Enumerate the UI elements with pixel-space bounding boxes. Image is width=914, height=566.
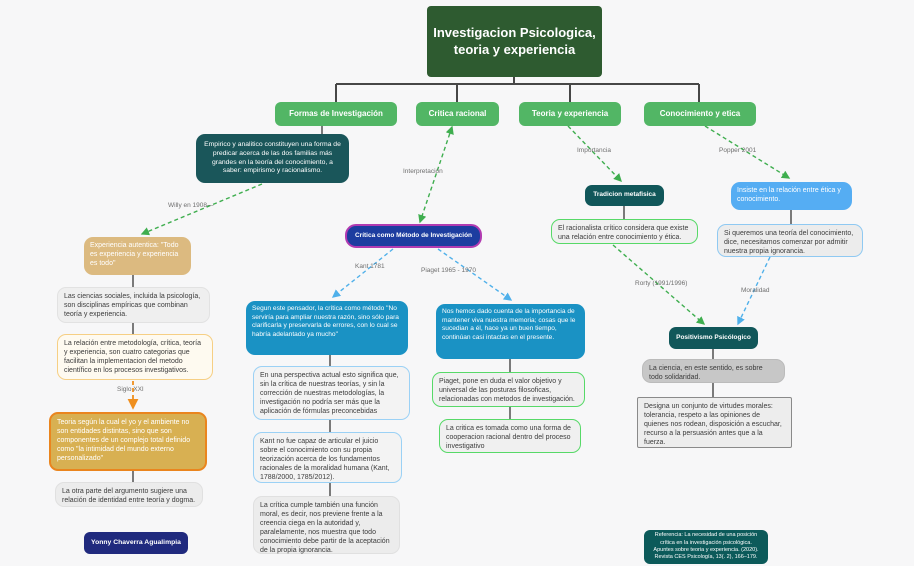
- node-otra-parte-argumento[interactable]: La otra parte del argumento sugiere una …: [55, 482, 203, 507]
- node-branch-conocimiento-etica[interactable]: Conocimiento y etica: [644, 102, 756, 126]
- edge-label-siglo-xxi: Siglo XXI: [117, 386, 144, 393]
- node-si-queremos[interactable]: Si queremos una teoría del conocimiento,…: [717, 224, 863, 257]
- node-insiste-relacion[interactable]: Insiste en la relación entre ética y con…: [731, 182, 852, 210]
- node-ciencia-solidaridad[interactable]: La ciencia, en este sentido, es sobre to…: [642, 359, 785, 383]
- reference-badge[interactable]: Referencia: La necesidad de una posición…: [644, 530, 768, 564]
- node-branch-formas[interactable]: Formas de Investigación: [275, 102, 397, 126]
- edge-label-willy: Willy en 1908—: [168, 202, 214, 209]
- node-branch-critica-racional[interactable]: Critica racional: [416, 102, 499, 126]
- author-badge[interactable]: Yonny Chaverra Agualimpia: [84, 532, 188, 554]
- edge-label-importancia: Importancia: [577, 147, 611, 154]
- node-root-title[interactable]: Investigacion Psicologica, teoria y expe…: [427, 6, 602, 77]
- edge-label-moralidad: Moralidad: [741, 287, 770, 294]
- node-critica-metodo[interactable]: Crítica como Método de Investigación: [345, 224, 482, 248]
- node-tradicion-metafisica[interactable]: Tradicion metafisica: [585, 185, 664, 206]
- edge-label-piaget-1965: Piaget 1965 - 1970: [421, 267, 476, 274]
- node-nos-hemos-dado[interactable]: Nos hemos dado cuenta de la importancia …: [436, 304, 585, 359]
- edge-label-kant-1781: Kant 1781: [355, 263, 385, 270]
- node-perspectiva-actual[interactable]: En una perspectiva actual esto significa…: [253, 366, 410, 420]
- edge-label-rorty: Rorty (1991/1996): [635, 280, 688, 287]
- node-relacion-metodologia[interactable]: La relación entre metodología, crítica, …: [57, 334, 213, 380]
- node-critica-funcion-moral[interactable]: La crítica cumple también una función mo…: [253, 496, 400, 554]
- node-segun-pensador[interactable]: Segun este pensador, la crítica como mét…: [246, 301, 408, 355]
- node-experiencia-autentica[interactable]: Experiencia autentica: "Todo es experien…: [84, 237, 191, 275]
- node-racionalista-critico[interactable]: El racionalista crítico considera que ex…: [551, 219, 698, 244]
- node-teoria-yo-ambiente[interactable]: Teoria según la cual el yo y el ambiente…: [49, 412, 207, 471]
- node-empirico-analitico[interactable]: Empirico y analitico constituyen una for…: [196, 134, 349, 183]
- edge-label-interpretacion: Interpretación: [403, 168, 443, 175]
- node-piaget-duda[interactable]: Piaget, pone en duda el valor objetivo y…: [432, 372, 585, 407]
- node-critica-cooperacion[interactable]: La critica es tomada como una forma de c…: [439, 419, 581, 453]
- node-designa-virtudes[interactable]: Designa un conjunto de virtudes morales:…: [637, 397, 792, 448]
- node-positivismo-psicologico[interactable]: Positivismo Psicólogico: [669, 327, 758, 349]
- node-kant-no-fue-capaz[interactable]: Kant no fue capaz de articular el juicio…: [253, 432, 402, 483]
- node-ciencias-sociales[interactable]: Las ciencias sociales, incluida la psico…: [57, 287, 210, 323]
- edge-label-popper: Popper 2001: [719, 147, 757, 154]
- node-branch-teoria-experiencia[interactable]: Teoria y experiencia: [519, 102, 621, 126]
